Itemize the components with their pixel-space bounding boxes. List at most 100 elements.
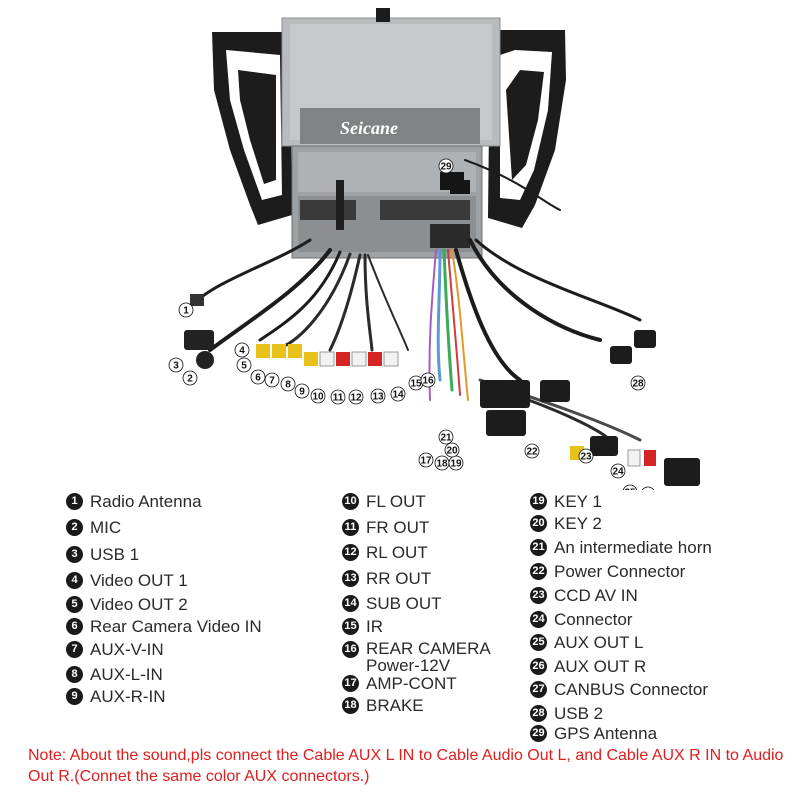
callout-24: 24 xyxy=(610,463,626,479)
callout-14: 14 xyxy=(390,386,406,402)
brand-logo: Seicane xyxy=(340,118,398,138)
callout-17: 17 xyxy=(418,452,434,468)
legend-number-badge: 24 xyxy=(530,611,547,628)
legend-item-4: 4 Video OUT 1 xyxy=(66,571,188,590)
legend-number-badge: 1 xyxy=(66,493,83,510)
legend-item-2: 2 MIC xyxy=(66,518,121,537)
top-panel: Seicane xyxy=(281,8,501,147)
legend-label: RL OUT xyxy=(366,543,428,562)
callout-8: 8 xyxy=(280,376,296,392)
callout-number: 18 xyxy=(436,459,448,470)
callout-number: 15 xyxy=(410,379,422,390)
legend-label: AUX-V-IN xyxy=(90,640,164,659)
legend-number-badge: 26 xyxy=(530,658,547,675)
legend-number-badge: 5 xyxy=(66,596,83,613)
callout-number: 1 xyxy=(183,306,189,317)
legend-label: Rear Camera Video IN xyxy=(90,617,262,636)
legend-label: GPS Antenna xyxy=(554,724,658,743)
legend-label: AUX-L-IN xyxy=(90,665,163,684)
legend-item-24: 24 Connector xyxy=(530,610,632,629)
head-unit-illustration: Seicane xyxy=(168,8,700,491)
callout-13: 13 xyxy=(370,388,386,404)
callout-number: 12 xyxy=(350,393,362,404)
legend-label: MIC xyxy=(90,518,122,537)
legend-number-badge: 25 xyxy=(530,634,547,651)
legend-number-badge: 7 xyxy=(66,641,83,658)
legend-label: AMP-CONT xyxy=(366,674,457,693)
legend-label: AUX OUT R xyxy=(554,657,647,676)
callout-number: 10 xyxy=(312,392,324,403)
legend-number-badge: 14 xyxy=(342,595,359,612)
legend-label: SUB OUT xyxy=(366,594,442,613)
callout-number: 2 xyxy=(187,374,193,385)
connectors xyxy=(184,180,700,486)
callout-19: 19 xyxy=(448,455,464,471)
chassis xyxy=(291,145,483,259)
legend-label: BRAKE xyxy=(366,696,424,715)
legend-label: USB 1 xyxy=(90,545,140,564)
legend-label: CANBUS Connector xyxy=(554,680,709,699)
callout-number: 5 xyxy=(241,361,247,372)
callout-18: 18 xyxy=(434,455,450,471)
legend-label: Video OUT 1 xyxy=(90,571,188,590)
callout-number: 16 xyxy=(422,376,434,387)
callout-1: 1 xyxy=(178,302,194,318)
legend-label: Connector xyxy=(554,610,633,629)
legend-label: Power Connector xyxy=(554,562,686,581)
legend-item-3: 3 USB 1 xyxy=(66,545,139,564)
callout-number: 25 xyxy=(624,488,636,491)
legend-item-1: 1 Radio Antenna xyxy=(66,492,202,511)
callout-6: 6 xyxy=(250,369,266,385)
legend-number-badge: 19 xyxy=(530,493,547,510)
legend-label: AUX-R-IN xyxy=(90,687,166,706)
callout-16: 16 xyxy=(420,372,436,388)
callout-number: 3 xyxy=(173,361,179,372)
legend-label: Radio Antenna xyxy=(90,492,202,511)
callout-4: 4 xyxy=(234,342,250,358)
legend-number-badge: 4 xyxy=(66,572,83,589)
callout-2: 2 xyxy=(182,370,198,386)
callout-9: 9 xyxy=(294,383,310,399)
legend-label: IR xyxy=(366,617,383,636)
legend-number-badge: 16 xyxy=(342,641,359,658)
legend-item-7: 7 AUX-V-IN xyxy=(66,640,164,659)
legend-number-badge: 2 xyxy=(66,519,83,536)
callout-22: 22 xyxy=(524,443,540,459)
legend-item-18: 18 BRAKE xyxy=(342,696,424,715)
legend-number-badge: 21 xyxy=(530,539,547,556)
legend-number-badge: 28 xyxy=(530,705,547,722)
cable-bundle xyxy=(196,159,642,442)
callout-29: 29 xyxy=(438,158,454,174)
legend-number-badge: 10 xyxy=(342,493,359,510)
legend-item-20: 20 KEY 2 xyxy=(530,514,602,533)
legend-label: FR OUT xyxy=(366,518,430,537)
legend-number-badge: 3 xyxy=(66,546,83,563)
callout-28: 28 xyxy=(630,375,646,391)
legend-number-badge: 22 xyxy=(530,563,547,580)
legend-number-badge: 20 xyxy=(530,515,547,532)
legend-number-badge: 8 xyxy=(66,666,83,683)
callout-number: 8 xyxy=(285,380,291,391)
legend-number-badge: 23 xyxy=(530,587,547,604)
legend-label: KEY 2 xyxy=(554,514,602,533)
callout-26: 26 xyxy=(641,486,655,490)
legend-label: An intermediate horn xyxy=(554,538,712,557)
callout-number: 14 xyxy=(392,390,404,401)
legend-number-badge: 18 xyxy=(342,697,359,714)
callout-number: 19 xyxy=(450,459,462,470)
legend-label: RR OUT xyxy=(366,569,432,588)
callout-number: 7 xyxy=(269,376,275,387)
callout-25: 25 xyxy=(622,484,638,491)
callout-number: 11 xyxy=(333,393,344,404)
callout-number: 17 xyxy=(420,456,432,467)
